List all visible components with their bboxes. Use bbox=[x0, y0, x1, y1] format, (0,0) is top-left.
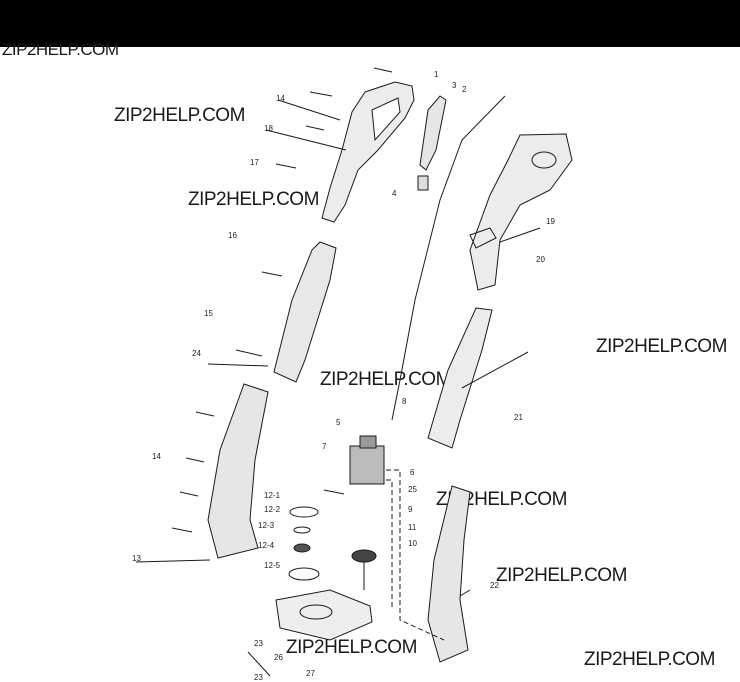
watermark: ZIP2HELP.COM bbox=[596, 336, 727, 357]
part-label: 15 bbox=[204, 309, 213, 318]
part-label: 14 bbox=[152, 452, 161, 461]
watermark: ZIP2HELP.COM bbox=[496, 565, 627, 586]
motor bbox=[349, 445, 385, 485]
shaft-housing bbox=[273, 241, 337, 383]
part-label: 12-2 bbox=[264, 505, 281, 514]
part-label: 12-5 bbox=[264, 561, 281, 570]
watermark: ZIP2HELP.COM bbox=[188, 189, 319, 210]
shaft-cover-right bbox=[427, 307, 493, 449]
part-label: 8 bbox=[402, 397, 407, 406]
part-label: 9 bbox=[408, 505, 413, 514]
handle-cover-right bbox=[469, 133, 573, 291]
part-label: 3 bbox=[452, 81, 457, 90]
part-label: 24 bbox=[192, 349, 201, 358]
part-label: 25 bbox=[408, 485, 417, 494]
watermark: ZIP2HELP.COM bbox=[584, 649, 715, 670]
part-label: 19 bbox=[546, 217, 555, 226]
part-label: 26 bbox=[274, 653, 283, 662]
part-label: 11 bbox=[408, 523, 417, 532]
power-cable bbox=[391, 95, 506, 421]
part-label: 13 bbox=[132, 554, 141, 563]
ring-12-4 bbox=[293, 543, 311, 553]
lower-housing-left bbox=[207, 383, 269, 559]
lower-housing-right bbox=[427, 485, 471, 663]
ring-12-3 bbox=[293, 526, 311, 534]
part-label: 10 bbox=[408, 539, 417, 548]
upper-handle bbox=[321, 81, 415, 223]
part-label: 12-1 bbox=[264, 491, 281, 500]
part-label: 23 bbox=[254, 639, 263, 648]
part-label: 27 bbox=[306, 669, 315, 678]
switch-lever bbox=[419, 95, 447, 171]
switch-block bbox=[417, 175, 429, 191]
part-label: 20 bbox=[536, 255, 545, 264]
guard bbox=[275, 589, 373, 641]
part-label: 1 bbox=[434, 70, 439, 79]
top-black-bar bbox=[0, 0, 740, 47]
part-label: 4 bbox=[392, 189, 397, 198]
part-label: 16 bbox=[228, 231, 237, 240]
gear bbox=[351, 549, 377, 563]
part-label: 17 bbox=[250, 158, 259, 167]
part-label: 23 bbox=[254, 673, 263, 682]
part-label: 12-3 bbox=[258, 521, 275, 530]
part-label: 12-4 bbox=[258, 541, 275, 550]
part-label: 21 bbox=[514, 413, 523, 422]
part-label: 18 bbox=[264, 124, 273, 133]
watermark: ZIP2HELP.COM bbox=[114, 105, 245, 126]
part-label: 6 bbox=[410, 468, 415, 477]
ring-12-5 bbox=[288, 567, 320, 581]
part-label: 2 bbox=[462, 85, 467, 94]
watermark: ZIP2HELP.COM bbox=[286, 637, 417, 658]
part-label: 14 bbox=[276, 94, 285, 103]
part-label: 7 bbox=[322, 442, 327, 451]
part-label: 22 bbox=[490, 581, 499, 590]
part-label: 5 bbox=[336, 418, 341, 427]
watermark: ZIP2HELP.COM bbox=[2, 40, 119, 59]
watermark: ZIP2HELP.COM bbox=[320, 369, 451, 390]
ring-12-1 bbox=[289, 506, 319, 518]
